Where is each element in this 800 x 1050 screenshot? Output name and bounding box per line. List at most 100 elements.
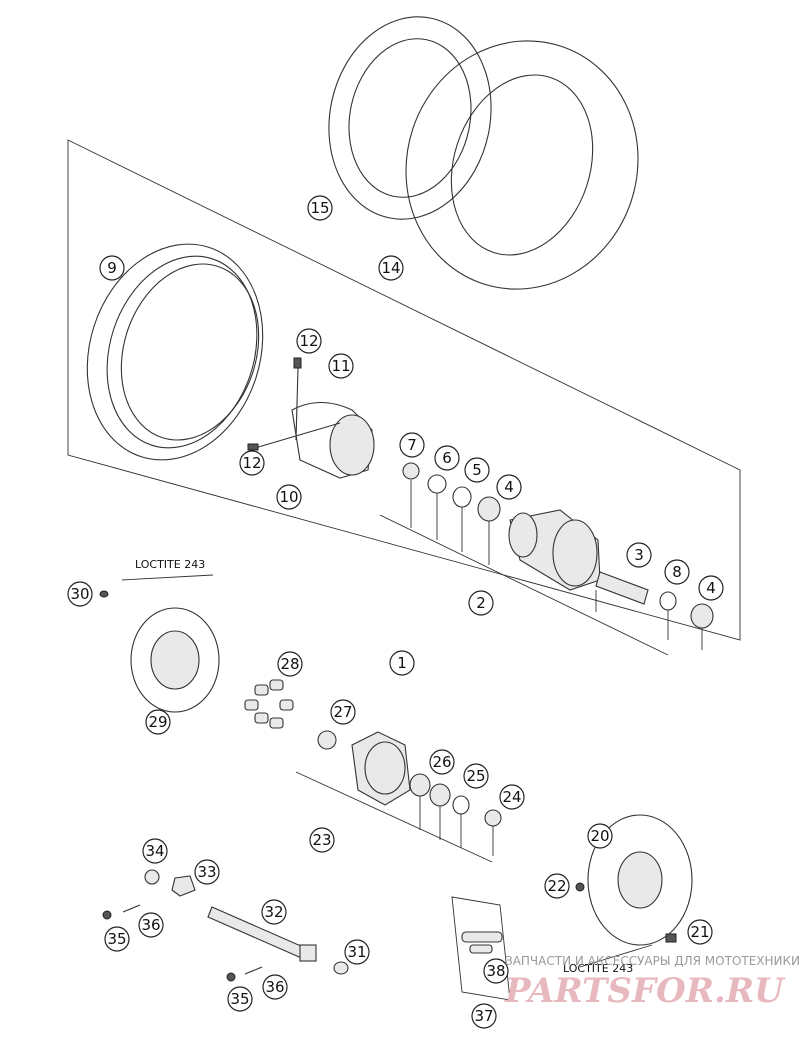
svg-text:4: 4	[504, 478, 514, 496]
svg-text:23: 23	[312, 831, 331, 849]
callout-21: 21	[687, 919, 713, 945]
svg-text:30: 30	[70, 585, 89, 603]
carrier-leader-lines	[295, 771, 494, 863]
callout-7: 7	[399, 432, 425, 458]
svg-text:6: 6	[442, 449, 452, 467]
callout-28: 28	[277, 651, 303, 677]
svg-text:27: 27	[333, 703, 352, 721]
svg-text:12: 12	[242, 454, 261, 472]
callout-15: 15	[307, 195, 333, 221]
svg-text:31: 31	[347, 943, 366, 961]
bearing-4b-drawing	[690, 603, 714, 629]
sprocket-carrier-drawing	[351, 731, 411, 806]
loctite-note-1: LOCTITE 243	[135, 558, 205, 571]
callout-30: 30	[67, 581, 93, 607]
svg-text:12: 12	[299, 332, 318, 350]
svg-text:35: 35	[107, 930, 126, 948]
svg-text:5: 5	[472, 461, 482, 479]
callout-11: 11	[328, 353, 354, 379]
callout-12a: 12	[296, 328, 322, 354]
callout-1: 1	[389, 650, 415, 676]
svg-text:29: 29	[148, 713, 167, 731]
svg-text:15: 15	[310, 199, 329, 217]
callout-34: 34	[142, 838, 168, 864]
svg-text:21: 21	[690, 923, 709, 941]
cap-31-drawing	[333, 961, 349, 975]
callout-4a: 4	[496, 474, 522, 500]
svg-text:34: 34	[145, 842, 164, 860]
callout-37: 37	[471, 1003, 497, 1029]
circlip-25-drawing	[452, 795, 470, 815]
svg-text:35: 35	[230, 990, 249, 1008]
callout-24: 24	[499, 784, 525, 810]
svg-text:25: 25	[466, 767, 485, 785]
svg-text:7: 7	[407, 436, 417, 454]
bearing-26b-drawing	[429, 783, 451, 807]
adjust-screw-b-drawing	[244, 966, 263, 975]
bearing-4a-drawing	[477, 496, 501, 522]
spoke-hub-drawing	[247, 357, 375, 479]
adjust-nut-b-drawing	[226, 972, 236, 982]
callout-4b: 4	[698, 575, 724, 601]
tube-drawing	[328, 16, 492, 220]
callout-35a: 35	[104, 926, 130, 952]
callout-36a: 36	[138, 912, 164, 938]
loctite-note-2: LOCTITE 243	[563, 962, 633, 975]
bearing-7-drawing	[402, 462, 420, 480]
svg-text:24: 24	[502, 788, 521, 806]
callout-5: 5	[464, 457, 490, 483]
svg-text:20: 20	[590, 827, 609, 845]
circlip-5-drawing	[452, 486, 472, 508]
svg-text:3: 3	[634, 546, 644, 564]
watermark-logo: PARTSFOR.RU	[504, 971, 786, 1011]
axle-drawing	[207, 906, 311, 961]
callout-36b: 36	[262, 974, 288, 1000]
callout-6: 6	[434, 445, 460, 471]
callout-27: 27	[330, 699, 356, 725]
callout-22: 22	[544, 873, 570, 899]
sprocket-screw-drawing	[665, 933, 677, 943]
svg-text:33: 33	[197, 863, 216, 881]
chain-adjuster-drawing	[171, 875, 196, 897]
adjust-nut-a-drawing	[102, 910, 112, 920]
wheel-assembly-outline	[67, 139, 741, 641]
svg-text:36: 36	[265, 978, 284, 996]
callout-20: 20	[587, 823, 613, 849]
rim-drawing	[86, 243, 264, 461]
callout-25: 25	[463, 763, 489, 789]
callout-38: 38	[483, 958, 509, 984]
sprocket-nut-drawing	[575, 882, 585, 892]
callout-12b: 12	[239, 450, 265, 476]
watermark-caption: ЗАПЧАСТИ И АКСЕССУАРЫ ДЛЯ МОТОТЕХНИКИ	[505, 954, 800, 968]
spacer-27-drawing	[317, 730, 337, 750]
svg-text:26: 26	[432, 753, 451, 771]
callout-29: 29	[145, 709, 171, 735]
svg-text:37: 37	[474, 1007, 493, 1025]
svg-text:2: 2	[476, 594, 486, 612]
svg-text:10: 10	[279, 488, 298, 506]
adjust-screw-a-drawing	[122, 904, 141, 913]
rear-sprocket-drawing	[587, 814, 693, 946]
callout-9: 9	[99, 255, 125, 281]
svg-text:22: 22	[547, 877, 566, 895]
svg-text:14: 14	[381, 259, 400, 277]
svg-text:1: 1	[397, 654, 407, 672]
axle-head-drawing	[299, 944, 317, 962]
svg-text:4: 4	[706, 579, 716, 597]
dampers-drawing	[244, 679, 294, 729]
sleeve-3-drawing	[595, 571, 649, 605]
hub-leader-lines	[379, 480, 703, 656]
callout-10: 10	[276, 484, 302, 510]
svg-text:9: 9	[107, 259, 117, 277]
svg-text:32: 32	[264, 903, 283, 921]
chain-box-outline	[451, 896, 511, 1001]
callout-14: 14	[378, 255, 404, 281]
callout-2: 2	[468, 590, 494, 616]
bearing-26a-drawing	[409, 773, 431, 797]
loctite-leader-2	[579, 944, 653, 968]
brake-disc-drawing	[130, 607, 220, 713]
tire-drawing	[405, 40, 639, 290]
axle-nut-drawing	[144, 869, 160, 885]
hub-drawing	[508, 509, 601, 591]
